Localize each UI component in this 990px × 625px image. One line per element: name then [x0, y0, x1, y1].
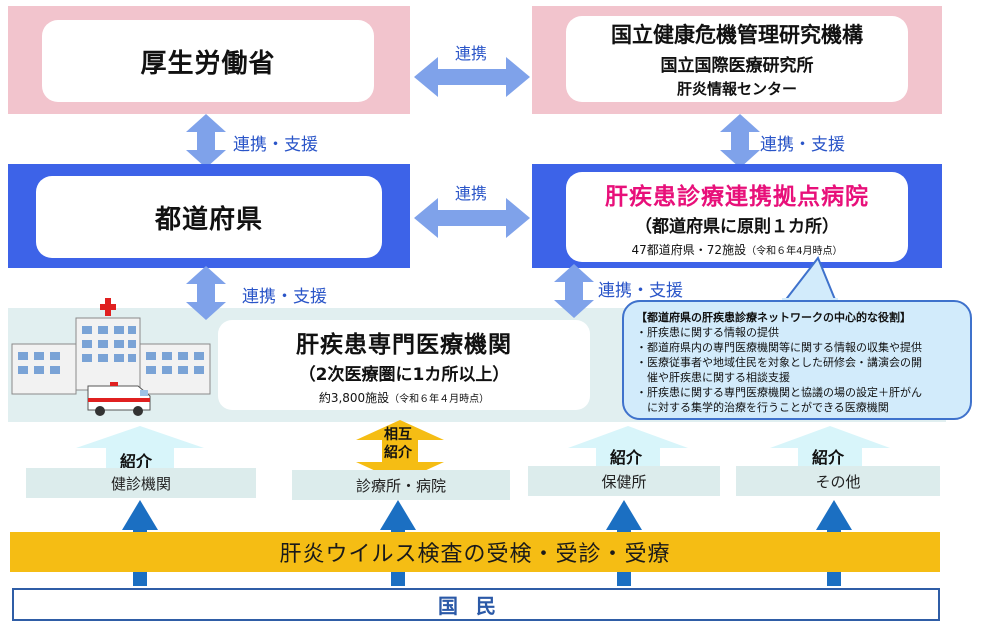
specialist-sub: （2次医療圏に1カ所以上）	[298, 364, 510, 385]
base-hospital-count: 47都道府県・72施設	[631, 242, 747, 257]
link-label-right1: 連携・支援	[760, 135, 845, 155]
specialist-box: 肝疾患専門医療機関 （2次医療圏に1カ所以上） 約3,800施設（令和６年４月時…	[218, 320, 590, 410]
link-arrow-left2	[186, 266, 226, 320]
base-hospital-box: 肝疾患診療連携拠点病院 （都道府県に原則１カ所） 47都道府県・72施設（令和６…	[566, 172, 908, 262]
mhlw-box: 厚生労働省	[42, 20, 374, 102]
specialist-count: 約3,800施設	[318, 390, 390, 405]
referral-label-3: 紹介	[610, 448, 643, 467]
link-arrow-left1	[186, 114, 226, 168]
callout-item: ・都道府県内の専門医療機関等に関する情報の収集や提供	[636, 341, 922, 354]
callout-item: ・医療従事者や地域住民を対象とした研修会・講演会の開	[636, 356, 922, 369]
referral-arrow-1	[76, 426, 204, 472]
link-arrow-right2	[554, 264, 594, 318]
prefecture-box: 都道府県	[36, 176, 382, 258]
base-hospital-name: 肝疾患診療連携拠点病院	[605, 183, 869, 210]
citizen-bar: 国民	[12, 588, 940, 621]
hospital-illustration	[11, 298, 211, 416]
callout-item: 催や肝疾患に関する相談支援	[636, 371, 790, 384]
entity-clinic-hospital: 診療所・病院	[292, 470, 510, 500]
jihs-box: 国立健康危機管理研究機構 国立国際医療研究所 肝炎情報センター	[566, 16, 908, 102]
base-hospital-sub: （都道府県に原則１カ所）	[635, 216, 839, 237]
referral-arrow-4	[770, 426, 890, 472]
link-arrow-top	[414, 57, 530, 97]
jihs-line3: 肝炎情報センター	[676, 80, 797, 98]
callout-item: ・肝疾患に関する専門医療機関と協議の場の設定＋肝がん	[636, 386, 922, 399]
callout-bubble: 【都道府県の肝疾患診療ネットワークの中心的な役割】 ・肝疾患に関する情報の提供 …	[622, 300, 972, 420]
entity-health-center: 保健所	[528, 466, 720, 496]
link-label-left1: 連携・支援	[233, 135, 318, 155]
jihs-line2: 国立国際医療研究所	[660, 56, 814, 76]
callout-pointer	[781, 256, 838, 304]
referral-label-4: 紹介	[812, 448, 845, 467]
referral-label-1: 紹介	[120, 452, 153, 471]
base-hospital-asof: （令和６年4月時点）	[746, 245, 843, 257]
link-arrow-mid	[414, 198, 530, 238]
mhlw-label: 厚生労働省	[140, 48, 276, 79]
prefecture-label: 都道府県	[154, 204, 263, 235]
link-arrow-right1	[720, 114, 760, 168]
link-label-top: 連携	[455, 44, 488, 63]
citizen-label: 国民	[438, 594, 514, 618]
mutual-referral-arrow	[356, 420, 444, 482]
entity-health-checkup: 健診機関	[26, 468, 256, 498]
base-hospital-count-line: 47都道府県・72施設（令和６年4月時点）	[632, 239, 843, 258]
callout-item: に対する集学的治療を行うことができる医療機関	[636, 401, 889, 414]
specialist-count-line: 約3,800施設（令和６年４月時点）	[319, 387, 489, 406]
mutual-label-line1: 相互	[384, 427, 412, 443]
callout-title: 【都道府県の肝疾患診療ネットワークの中心的な役割】	[636, 311, 911, 324]
jihs-line1: 国立健康危機管理研究機構	[611, 23, 863, 47]
link-label-mid: 連携	[455, 184, 488, 203]
referral-arrow-3	[568, 426, 688, 472]
specialist-name: 肝疾患専門医療機関	[296, 331, 512, 358]
callout-item: ・肝疾患に関する情報の提供	[636, 326, 779, 339]
link-label-left2: 連携・支援	[242, 287, 327, 307]
link-label-right2: 連携・支援	[598, 281, 683, 301]
specialist-asof: （令和６年４月時点）	[389, 393, 490, 405]
mutual-label-line2: 紹介	[384, 445, 412, 461]
virus-test-label: 肝炎ウイルス検査の受検・受診・受療	[279, 542, 671, 567]
entity-other: その他	[736, 466, 940, 496]
virus-test-bar: 肝炎ウイルス検査の受検・受診・受療	[10, 532, 940, 572]
